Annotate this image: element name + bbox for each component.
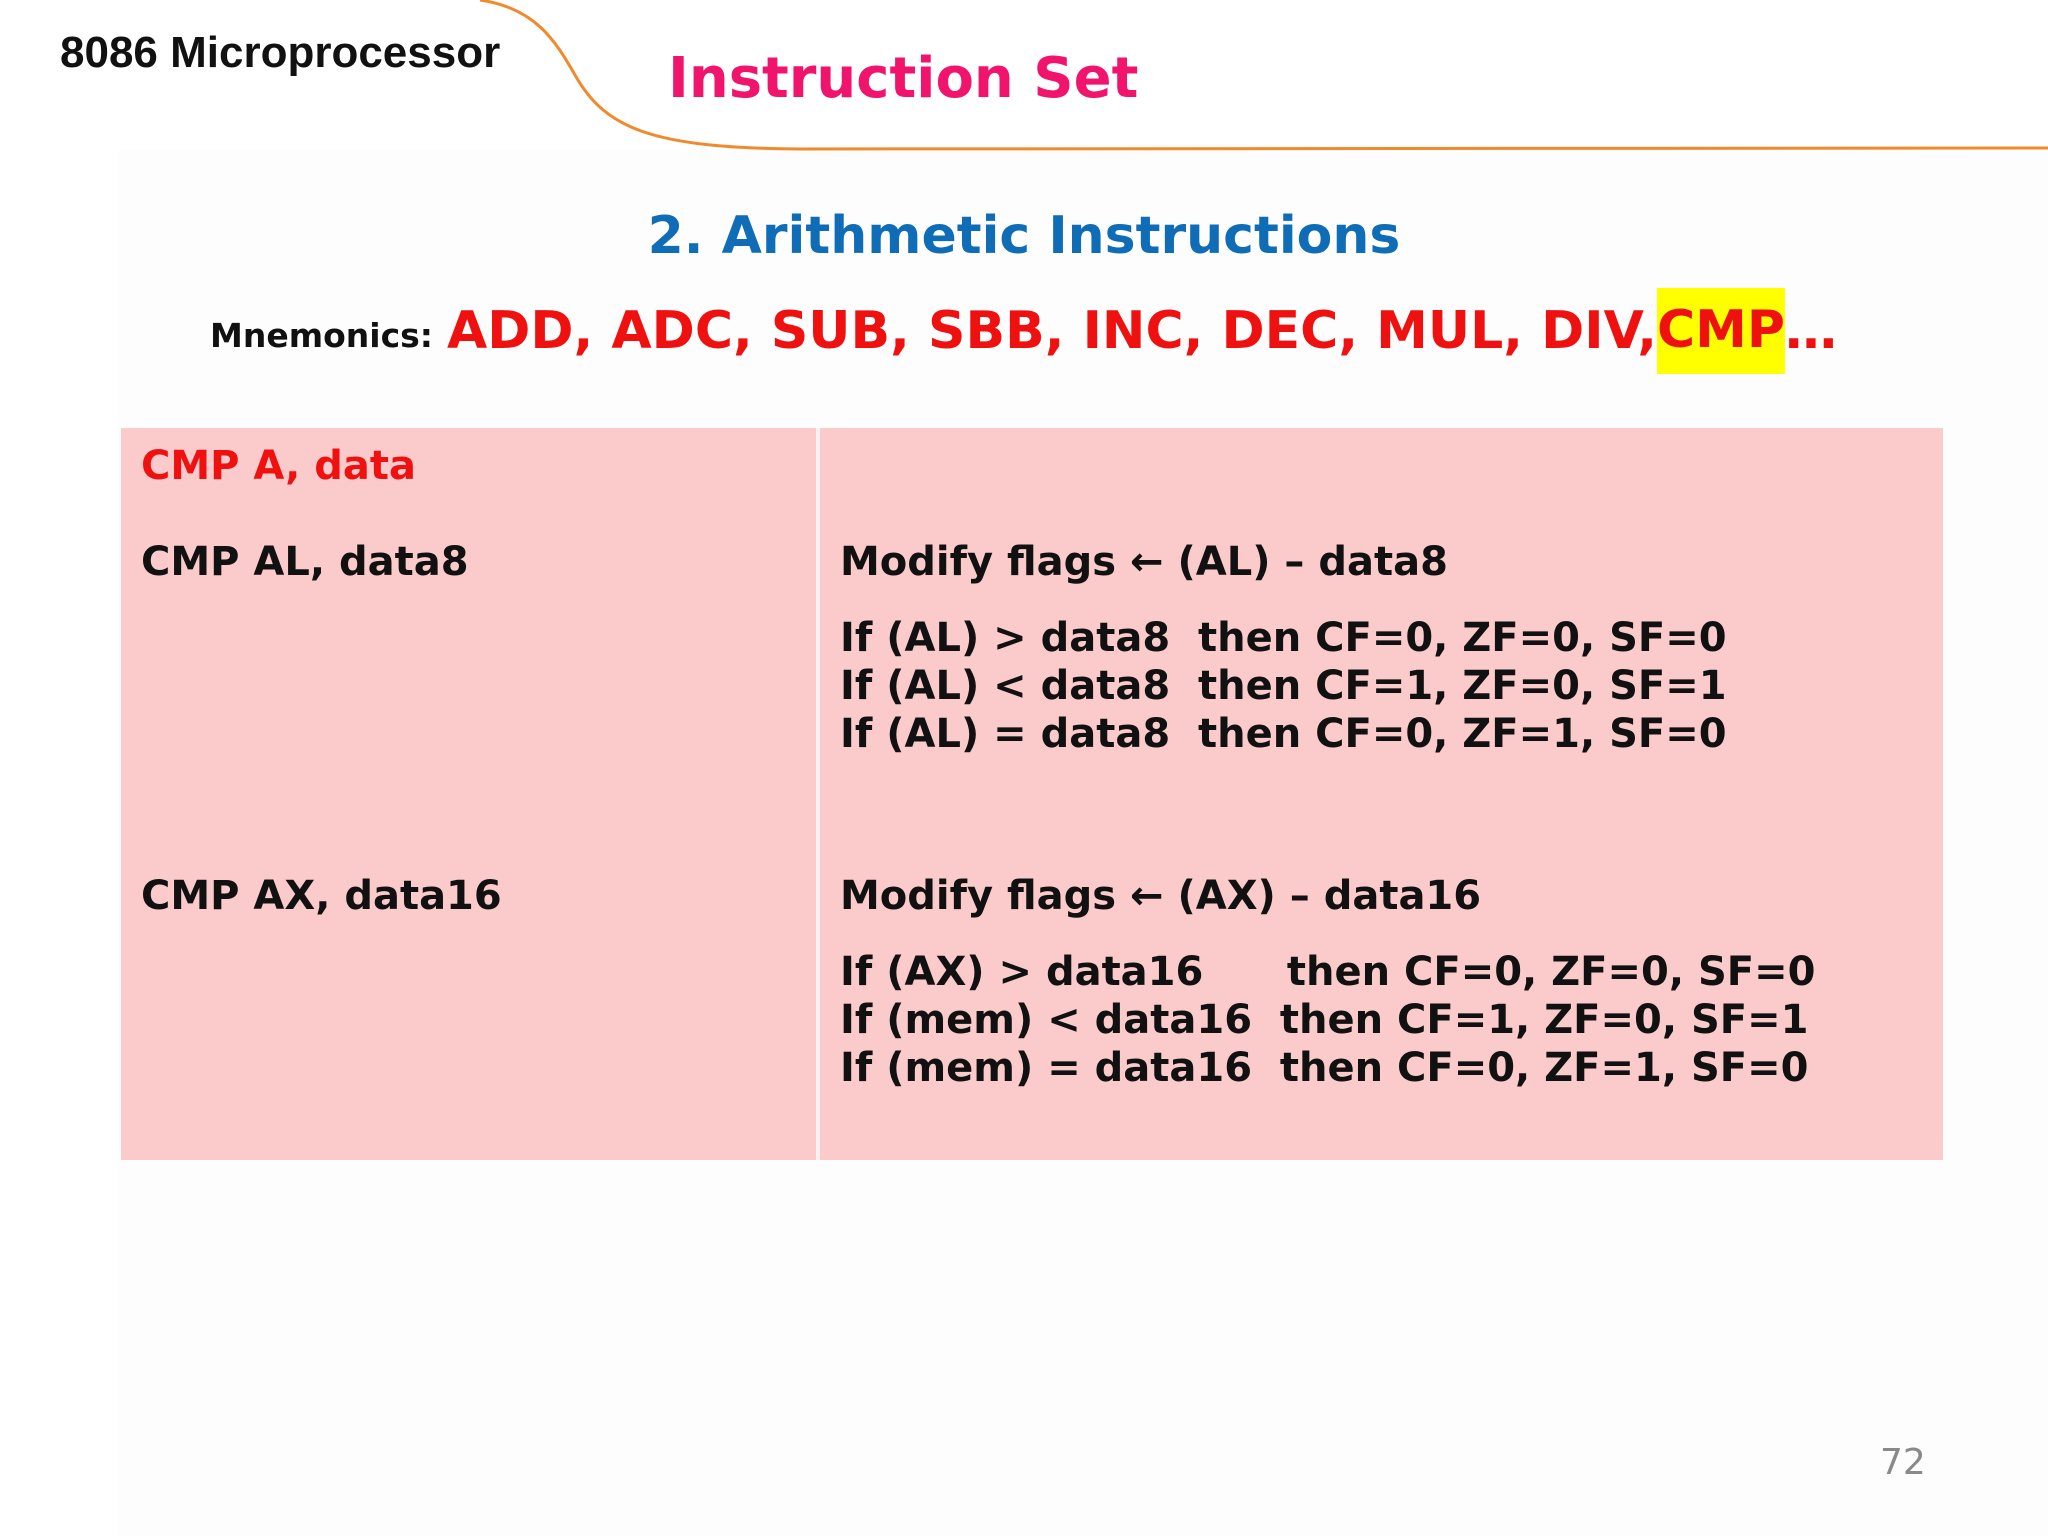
instruction-cmp-ax: CMP AX, data16 [141,873,502,919]
mnemonics-ellipsis: … [1784,301,1837,361]
mnemonics-line: Mnemonics: ADD, ADC, SUB, SBB, INC, DEC,… [210,286,1837,376]
slide-title: Instruction Set [668,46,1139,111]
condition-al-less: If (AL) < data8 then CF=1, ZF=0, SF=1 [840,663,1727,709]
course-title: 8086 Microprocessor [60,28,501,77]
instruction-cmp-al: CMP AL, data8 [141,539,469,585]
condition-ax-greater: If (AX) > data16 then CF=0, ZF=0, SF=0 [840,949,1816,995]
header-curve-decoration [479,0,2048,151]
mnemonic-highlighted: CMP [1656,288,1785,374]
table-cell-instructions: CMP A, data CMP AL, data8 CMP AX, data16 [121,428,816,1160]
mnemonics-label: Mnemonics: [210,315,433,355]
table-header-left: CMP A, data [141,443,416,489]
instruction-table: CMP A, data CMP AL, data8 CMP AX, data16… [121,428,1943,1160]
operation-al: Modify flags ← (AL) – data8 [840,539,1448,585]
condition-mem-less: If (mem) < data16 then CF=1, ZF=0, SF=1 [840,997,1809,1043]
page-number: 72 [1880,1442,1926,1483]
table-divider [816,428,820,1160]
condition-al-greater: If (AL) > data8 then CF=0, ZF=0, SF=0 [840,615,1727,661]
condition-al-equal: If (AL) = data8 then CF=0, ZF=1, SF=0 [840,711,1727,757]
section-title: 2. Arithmetic Instructions [647,206,1401,266]
condition-mem-equal: If (mem) = data16 then CF=0, ZF=1, SF=0 [840,1045,1809,1091]
operation-ax: Modify flags ← (AX) – data16 [840,873,1482,919]
mnemonics-list: ADD, ADC, SUB, SBB, INC, DEC, MUL, DIV, [446,301,1657,361]
table-cell-operations: Modify flags ← (AL) – data8 If (AL) > da… [820,428,1943,1160]
